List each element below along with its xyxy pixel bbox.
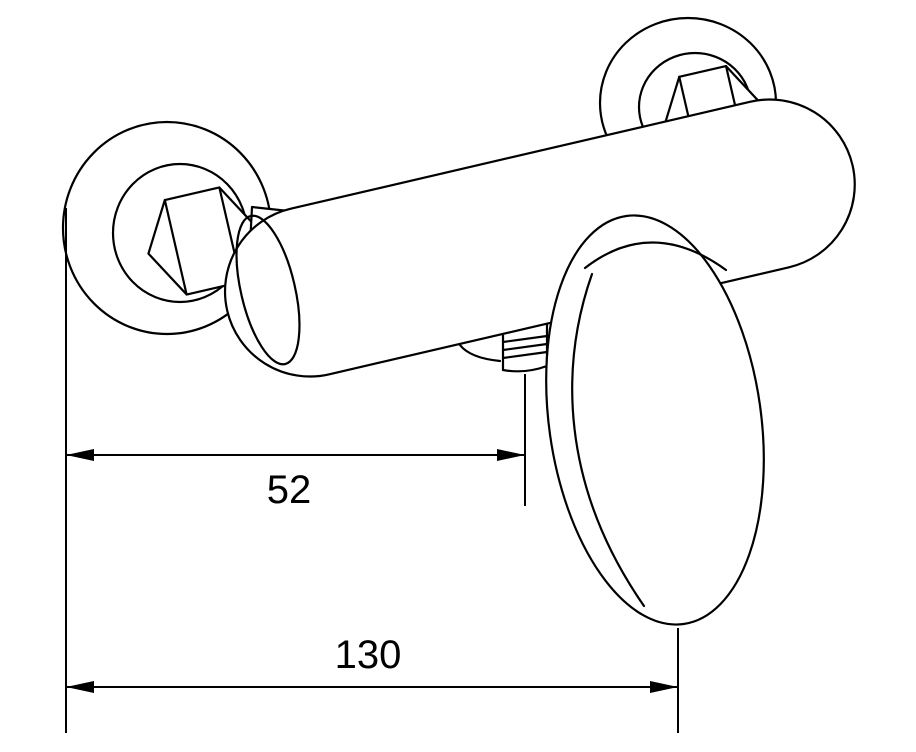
water-outlet — [501, 322, 549, 373]
lever-handle-inner-edge — [571, 272, 646, 608]
outlet-thread — [501, 350, 549, 360]
left-hex-nut-facet — [163, 198, 188, 296]
faucet-body — [223, 98, 856, 378]
arrowhead-right — [497, 449, 525, 461]
dimension-arrowheads — [66, 449, 678, 693]
lever-handle-top-arc — [583, 241, 728, 272]
dimension-label-outlet-distance: 52 — [267, 468, 312, 512]
dimension-lines — [65, 208, 679, 733]
outlet-bottom-edge — [501, 364, 549, 373]
outlet-thread — [501, 334, 549, 344]
faucet-body-outline — [223, 98, 856, 378]
outlet-thread — [501, 342, 549, 352]
arrowhead-left — [66, 449, 94, 461]
lever-handle-outline — [545, 214, 765, 626]
valve-housing-left-arc — [458, 343, 502, 363]
lever-handle — [545, 214, 765, 626]
arrowhead-left — [66, 681, 94, 693]
arrowhead-right — [650, 681, 678, 693]
dimension-label-overall-depth: 130 — [335, 633, 402, 677]
faucet-body-end-cap — [235, 214, 301, 366]
